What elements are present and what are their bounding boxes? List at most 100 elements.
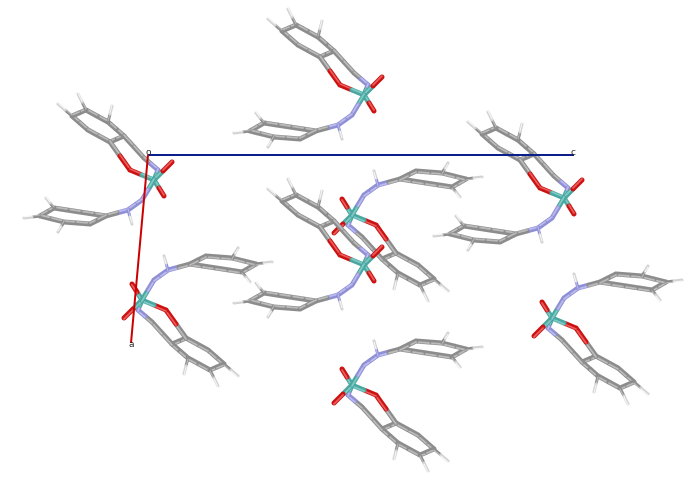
bond-highlight [665,281,675,284]
bond-highlight [267,187,276,195]
bond-highlight [423,293,429,303]
bond-highlight [441,232,451,235]
bond-highlight [455,362,461,369]
bond-highlight [60,220,65,227]
bond-highlight [572,178,583,189]
bond-highlight [234,248,239,255]
bond-highlight [161,333,173,346]
bond-highlight [385,409,397,425]
bond-highlight [573,274,577,283]
bond-highlight [470,238,475,245]
bond-highlight [339,83,353,90]
bond-highlight [393,451,397,461]
bond-highlight [375,395,387,411]
bond-segment [229,368,240,378]
bond-highlight [617,368,627,377]
bond-highlight [441,338,446,345]
bond-segment [232,130,244,135]
bond-highlight [487,110,493,120]
bond-highlight [87,128,100,136]
bond-highlight [351,273,359,285]
bond-segment [397,172,411,182]
bond-highlight [373,171,377,180]
bond-highlight [375,225,387,241]
bond-highlight [481,129,490,134]
bond-highlight [147,280,155,292]
bond-highlight [507,232,517,238]
bond-highlight [497,146,510,154]
bond-highlight [423,463,429,473]
bond-highlight [426,279,435,284]
bond-highlight [368,271,375,281]
bond-highlight [351,103,359,115]
bond-segment [244,275,252,284]
bond-highlight [109,140,121,156]
bond-highlight [375,348,379,357]
bond-highlight [233,130,243,133]
bond-highlight [185,338,198,346]
axis-label-c: c [571,148,576,158]
bond-highlight [308,49,321,57]
bond-highlight [333,49,345,62]
bond-highlight [417,435,427,444]
bond-highlight [395,253,408,261]
bond-highlight [207,350,217,359]
bond-highlight [465,348,475,351]
bond-highlight [519,122,523,132]
bond-highlight [297,43,310,51]
bond-highlight [129,168,143,175]
bond-highlight [245,277,251,284]
bond-highlight [147,178,155,190]
bond-segment [273,193,284,203]
bond-highlight [561,340,573,353]
bond-segment [305,128,319,138]
bond-highlight [151,322,163,335]
bond-highlight [537,226,541,235]
bond-highlight [319,225,331,241]
molecule-4 [232,177,385,319]
bond-highlight [363,220,377,227]
bond-highlight [644,266,649,273]
bond-highlight [329,69,341,85]
bond-highlight [255,281,261,288]
molecule-layer [22,7,684,473]
bond-segment [432,233,444,238]
bond-highlight [551,308,559,320]
bond-highlight [196,344,209,352]
bond-highlight [163,256,167,265]
bond-highlight [626,382,635,387]
bond-highlight [307,299,317,305]
bond-highlight [216,364,225,369]
bond-highlight [77,92,83,102]
bond-highlight [473,177,483,180]
bond-highlight [399,175,409,181]
bond-segment [466,120,477,130]
bond-segment [44,196,52,205]
bond-highlight [406,429,419,437]
bond-highlight [162,160,173,171]
bond-highlight [287,177,293,187]
bond-highlight [57,225,62,232]
bond-highlight [339,253,353,260]
bond-highlight [189,260,199,266]
bond-segment [266,187,277,197]
bond-highlight [123,134,135,147]
bond-highlight [440,455,449,463]
bond-highlight [341,369,348,379]
bond-highlight [455,214,461,221]
bond-segment [597,275,611,285]
bond-highlight [361,237,373,250]
bond-highlight [417,265,427,274]
bond-highlight [455,192,461,199]
bond-highlight [551,206,559,218]
bond-highlight [444,333,449,340]
bond-highlight [357,195,365,207]
bond-highlight [165,310,177,326]
bond-highlight [372,245,383,256]
bond-highlight [141,173,155,180]
bond-highlight [241,299,251,302]
bond-highlight [363,390,377,397]
molecule-3 [331,161,484,303]
bond-highlight [539,233,543,242]
bond-highlight [467,120,476,128]
